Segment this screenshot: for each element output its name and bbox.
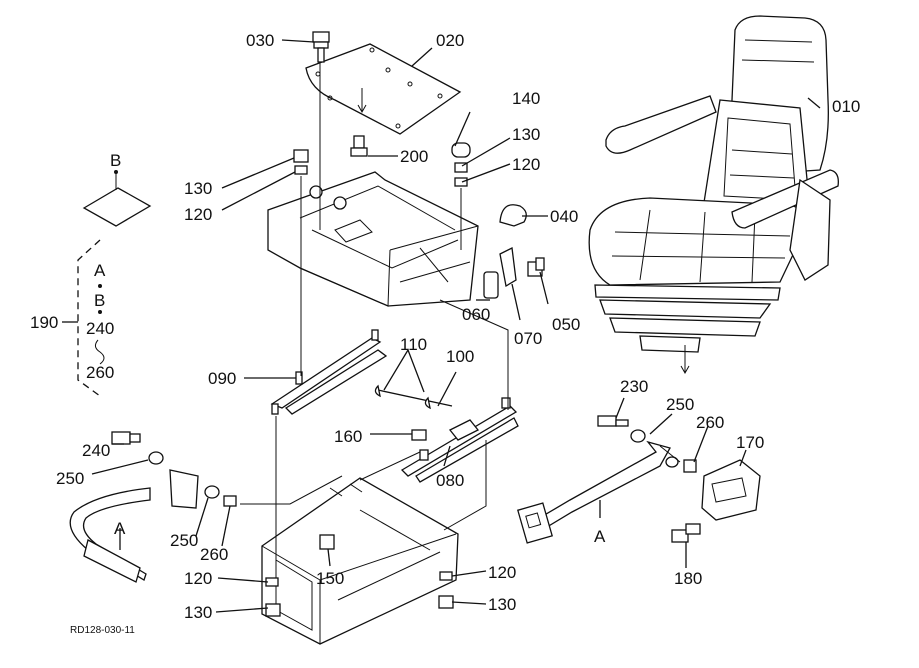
reference-bracket-190 xyxy=(62,239,105,397)
drawing-code: RD128-030-11 xyxy=(70,625,135,636)
ref-letter-b-list: B xyxy=(94,291,105,310)
ref-number-260: 260 xyxy=(86,363,114,382)
bolt-160 xyxy=(411,429,427,441)
callout-080: 080 xyxy=(436,471,464,490)
callout-labels: 030 020 010 140 130 120 200 130 120 040 … xyxy=(30,31,860,636)
bolt-200 xyxy=(350,135,368,157)
slide-rail-090 xyxy=(270,329,388,415)
callout-190: 190 xyxy=(30,313,58,332)
callout-200: 200 xyxy=(400,147,428,166)
nut-washer-lower-right xyxy=(438,571,454,609)
pin-060 xyxy=(483,271,499,299)
detail-b-symbol xyxy=(82,170,152,227)
lower-base-frame xyxy=(261,477,459,645)
callout-170: 170 xyxy=(736,433,764,452)
callout-120-lower-right: 120 xyxy=(488,563,516,582)
callout-250-belt-left: 250 xyxy=(56,469,84,488)
seat-belt-right xyxy=(517,415,761,544)
callout-250-belt-lower: 250 xyxy=(170,531,198,550)
callout-130-upper-left: 130 xyxy=(184,179,212,198)
callout-100: 100 xyxy=(446,347,474,366)
bolt-030 xyxy=(312,31,330,63)
callout-240-belt: 240 xyxy=(82,441,110,460)
callout-020: 020 xyxy=(436,31,464,50)
callout-120-upper-right: 120 xyxy=(512,155,540,174)
ref-letter-b-symbol: B xyxy=(110,151,121,170)
callout-130-lower-right: 130 xyxy=(488,595,516,614)
rod-100 xyxy=(374,384,453,410)
knob-050 xyxy=(527,257,545,277)
callout-140: 140 xyxy=(512,89,540,108)
callout-070: 070 xyxy=(514,329,542,348)
callout-260-belt-lower: 260 xyxy=(200,545,228,564)
nut-washer-stack-right xyxy=(451,142,471,187)
callout-010: 010 xyxy=(832,97,860,116)
knob-040 xyxy=(499,204,527,227)
callout-180: 180 xyxy=(674,569,702,588)
callout-050: 050 xyxy=(552,315,580,334)
slide-rail-080 xyxy=(400,397,519,483)
upper-bracket-frame xyxy=(267,171,479,307)
seat-belt-left xyxy=(69,431,237,583)
callout-230: 230 xyxy=(620,377,648,396)
callout-160: 160 xyxy=(334,427,362,446)
ref-letter-a-belt-right: A xyxy=(594,527,606,546)
latch-070 xyxy=(499,247,517,288)
callout-130-lower-left: 130 xyxy=(184,603,212,622)
callout-040: 040 xyxy=(550,207,578,226)
spacer-150 xyxy=(319,534,335,550)
ref-number-240: 240 xyxy=(86,319,114,338)
callout-250-right: 250 xyxy=(666,395,694,414)
callout-090: 090 xyxy=(208,369,236,388)
callout-130-upper-right: 130 xyxy=(512,125,540,144)
mounting-plate xyxy=(305,43,462,135)
leader-lines xyxy=(91,39,821,613)
callout-120-upper-left: 120 xyxy=(184,205,212,224)
ref-letter-a-belt-left: A xyxy=(114,519,126,538)
callout-060: 060 xyxy=(462,305,490,324)
callout-150: 150 xyxy=(316,569,344,588)
callout-260-right: 260 xyxy=(696,413,724,432)
callout-030: 030 xyxy=(246,31,274,50)
callout-110: 110 xyxy=(400,335,427,354)
callout-120-lower-left: 120 xyxy=(184,569,212,588)
ref-letter-a-list: A xyxy=(94,261,106,280)
seat-assembly xyxy=(588,15,839,375)
nut-washer-stack-left xyxy=(293,149,309,175)
